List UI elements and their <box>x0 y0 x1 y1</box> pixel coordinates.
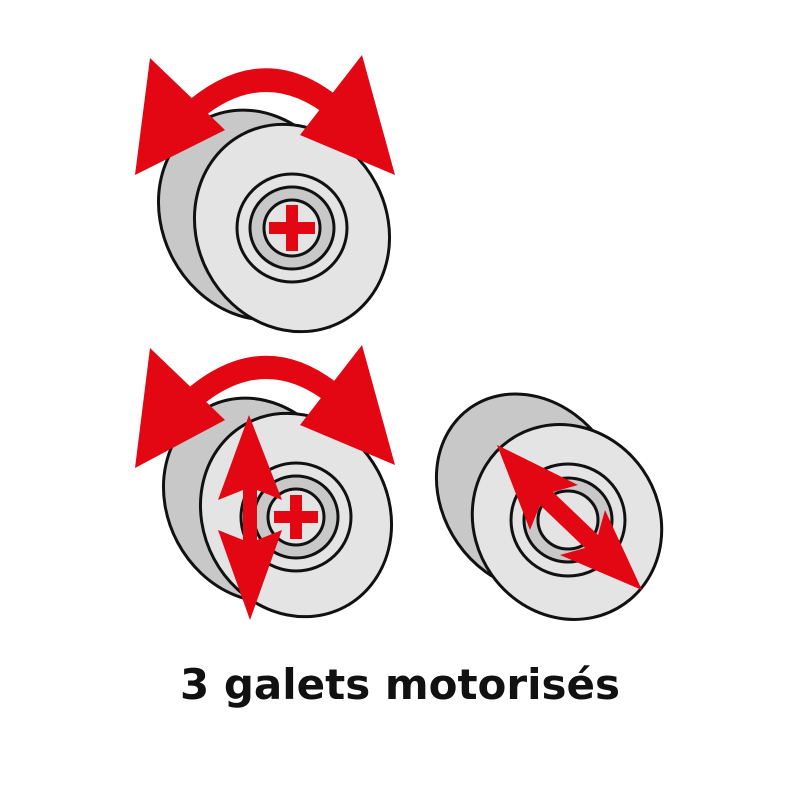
caption-text: 3 galets motorisés <box>180 660 620 709</box>
bottom-right-roller <box>434 392 664 621</box>
plus-icon <box>274 495 318 539</box>
vertical-arrow-icon <box>218 415 282 620</box>
bottom-left-roller <box>135 345 395 620</box>
plus-icon <box>269 205 315 251</box>
rotation-arrow-icon <box>135 55 395 175</box>
top-roller <box>135 55 395 334</box>
diagonal-arrow-icon <box>497 445 642 590</box>
rotation-arrow-icon <box>135 345 395 468</box>
